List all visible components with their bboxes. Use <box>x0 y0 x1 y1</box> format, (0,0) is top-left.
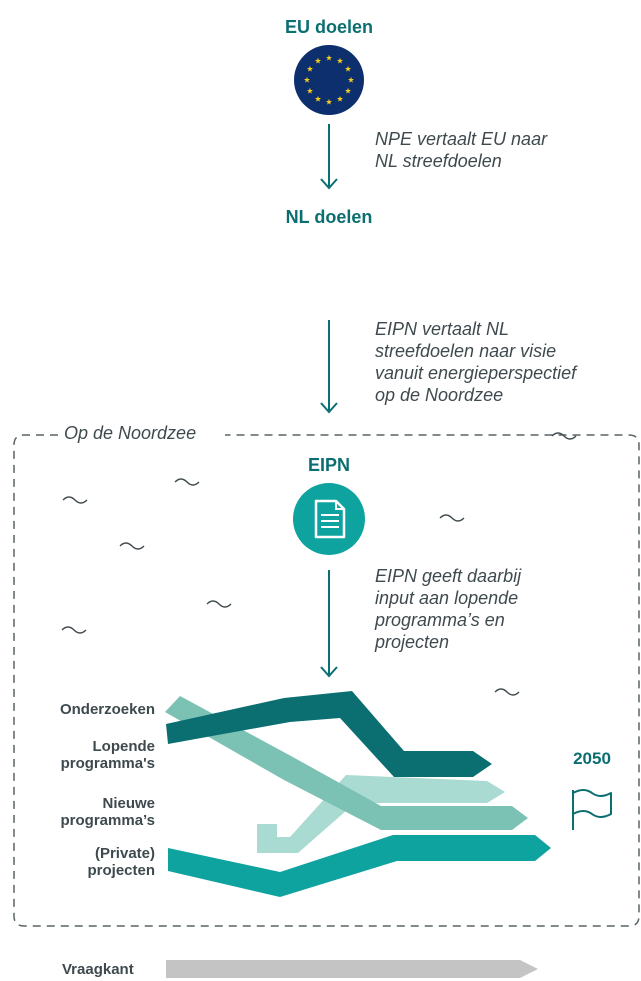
eu-star-icon <box>345 65 352 72</box>
eu-star-icon <box>306 87 313 94</box>
eu-star-icon <box>336 57 344 64</box>
label-line: (Private) <box>94 845 155 862</box>
wave-icon <box>62 496 88 504</box>
label-lopende-programmas: Lopende programma's <box>61 738 155 772</box>
eipn-note-line: input aan lopende <box>375 588 519 608</box>
eu-star-icon <box>325 54 333 61</box>
year-2050: 2050 <box>573 749 611 768</box>
eu-star-icon <box>303 76 311 83</box>
eipn-note-line: projecten <box>375 632 450 652</box>
eu-star-icon <box>325 98 333 105</box>
label-line: Nieuwe <box>102 795 155 812</box>
wave-group <box>61 432 577 696</box>
nl-note-line: vanuit energieperspectief <box>375 363 577 383</box>
label-line: programma’s <box>60 812 155 829</box>
noordzee-frame <box>13 434 640 927</box>
eipn-title: EIPN <box>307 455 350 475</box>
vraagkant-arrow <box>166 960 538 978</box>
label-line: Lopende <box>92 738 156 755</box>
eu-star-icon <box>345 87 352 94</box>
eu-note: NPE vertaalt EU naar NL streefdoelen <box>375 128 635 172</box>
label-line: projecten <box>87 862 155 879</box>
wave-icon <box>61 626 87 634</box>
eu-star-icon <box>336 95 344 102</box>
wave-icon <box>494 688 520 696</box>
eu-star-icon <box>347 76 355 83</box>
eipn-note-line: EIPN geeft daarbij <box>375 566 522 586</box>
stream-onderzoeken <box>165 696 528 830</box>
arrow-down-icon <box>320 570 338 678</box>
wave-icon <box>174 478 200 486</box>
label-private-projecten: (Private) projecten <box>87 845 155 879</box>
nl-note-line: EIPN vertaalt NL <box>375 319 510 339</box>
eu-flag-icon <box>294 45 364 115</box>
eu-note-line: NPE vertaalt EU naar <box>375 129 548 149</box>
nl-note: EIPN vertaalt NL streefdoelen naar visie… <box>375 318 637 406</box>
stream-nieuwe-programmas <box>257 775 505 853</box>
eipn-note-line: programma’s en <box>375 610 505 630</box>
eu-note-line: NL streefdoelen <box>375 151 502 171</box>
wave-icon <box>439 514 465 522</box>
wave-icon <box>119 542 145 550</box>
wave-icon <box>206 600 232 608</box>
stream-private-projecten <box>168 835 551 897</box>
nl-note-line: streefdoelen naar visie <box>375 341 557 361</box>
flag-icon <box>572 789 612 830</box>
eu-doelen-title: EU doelen <box>284 17 373 37</box>
eu-star-icon <box>314 57 322 64</box>
stream-lopende-programmas <box>166 691 492 777</box>
label-line: programma's <box>60 755 155 772</box>
document-icon <box>293 483 365 555</box>
eipn-note: EIPN geeft daarbij input aan lopende pro… <box>375 565 637 653</box>
eu-star-icon <box>314 95 322 102</box>
arrow-down-icon <box>320 124 338 190</box>
nl-doelen-title: NL doelen <box>285 207 373 227</box>
label-onderzoeken: Onderzoeken <box>59 701 155 718</box>
eu-star-icon <box>306 65 313 72</box>
vraagkant-label: Vraagkant <box>62 961 134 978</box>
area-title: Op de Noordzee <box>58 423 203 444</box>
arrow-down-icon <box>320 320 338 414</box>
label-nieuwe-programmas: Nieuwe programma’s <box>61 795 155 829</box>
wave-icon <box>551 432 577 440</box>
nl-note-line: op de Noordzee <box>375 385 504 405</box>
